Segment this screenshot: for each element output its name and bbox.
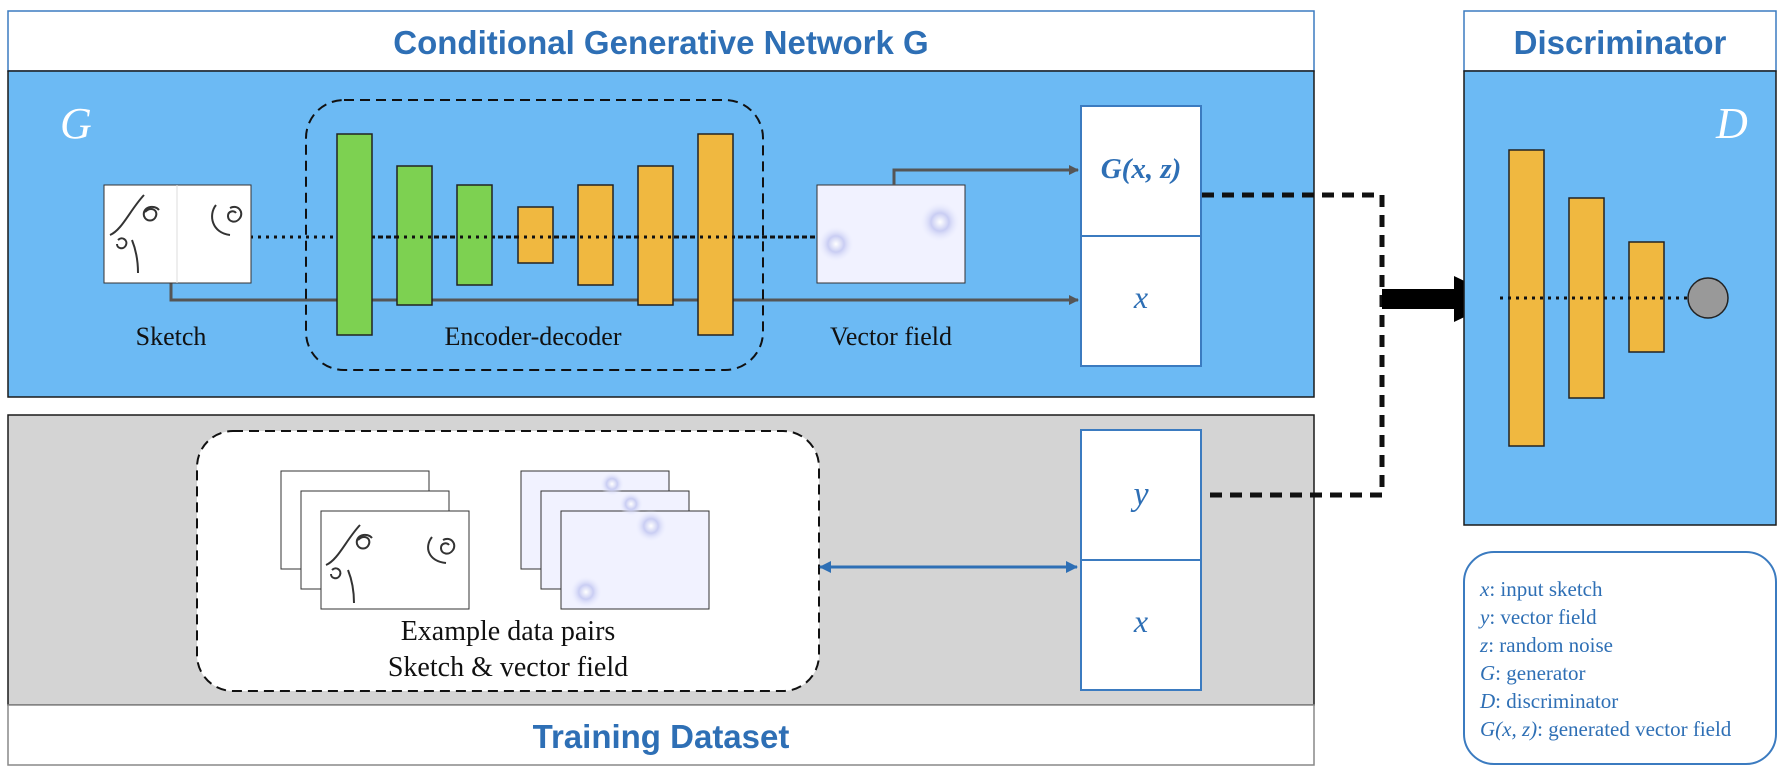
- legend-entry: z: random noise: [1479, 633, 1613, 657]
- decoder-layer-3: [697, 133, 734, 336]
- discriminator-title: Discriminator: [1514, 24, 1727, 61]
- encoder-decoder-box: [305, 99, 764, 371]
- training-section: Training Dataset Example data pairs Sket…: [7, 414, 1315, 766]
- example-vector-field-stack: [520, 470, 710, 610]
- dataset-x-label: x: [1133, 603, 1148, 639]
- training-title-box: [7, 704, 1315, 766]
- generator-title: Conditional Generative Network G: [393, 24, 928, 61]
- sketch-to-x-arrow: [169, 282, 1079, 305]
- generator-section: Conditional Generative Network G G Sketc…: [7, 10, 1315, 398]
- discriminator-title-box: [1463, 10, 1777, 72]
- encoder-layer-3: [456, 184, 493, 286]
- example-sketch-stack: [280, 470, 470, 610]
- discriminator-section: Discriminator D: [1463, 10, 1777, 526]
- discriminator-layer-3: [1628, 241, 1665, 353]
- legend-entry: x: input sketch: [1479, 577, 1603, 601]
- discriminator-input-bar: [1382, 289, 1456, 309]
- encoder-decoder-label: Encoder-decoder: [444, 322, 621, 351]
- legend-entry: y: vector field: [1478, 605, 1597, 629]
- discriminator-symbol: D: [1715, 99, 1748, 148]
- generated-pair-connector: [1202, 192, 1385, 498]
- output-x-box: [1080, 235, 1202, 367]
- vector-field-image: [816, 184, 966, 284]
- legend-box: [1463, 551, 1777, 765]
- legend: x: input sketch y: vector field z: rando…: [1463, 551, 1777, 765]
- decoder-layer-2: [637, 165, 674, 306]
- generator-title-box: [7, 10, 1315, 72]
- generator-symbol: G: [60, 99, 92, 148]
- legend-entry: D: discriminator: [1479, 689, 1618, 713]
- dataset-y-box: [1080, 429, 1202, 561]
- example-line-2: Sketch & vector field: [388, 652, 628, 683]
- bottleneck-layer: [517, 206, 554, 264]
- output-x-label: x: [1133, 279, 1148, 315]
- encoder-layer-1: [336, 133, 373, 336]
- dataset-y-label: y: [1130, 476, 1149, 513]
- sketch-image: [103, 184, 252, 284]
- example-line-1: Example data pairs: [401, 616, 616, 647]
- sketch-label: Sketch: [136, 322, 207, 351]
- discriminator-output-node: [1687, 277, 1729, 319]
- training-title: Training Dataset: [533, 718, 790, 755]
- legend-entry: G: generator: [1480, 661, 1586, 685]
- legend-entry: G(x, z): generated vector field: [1480, 717, 1732, 741]
- decoder-layer-1: [577, 184, 614, 286]
- output-gxz-label: G(x, z): [1101, 153, 1182, 185]
- vector-field-to-gxz-arrow: [892, 165, 1079, 185]
- vector-field-label: Vector field: [830, 322, 952, 351]
- dataset-x-box: [1080, 559, 1202, 691]
